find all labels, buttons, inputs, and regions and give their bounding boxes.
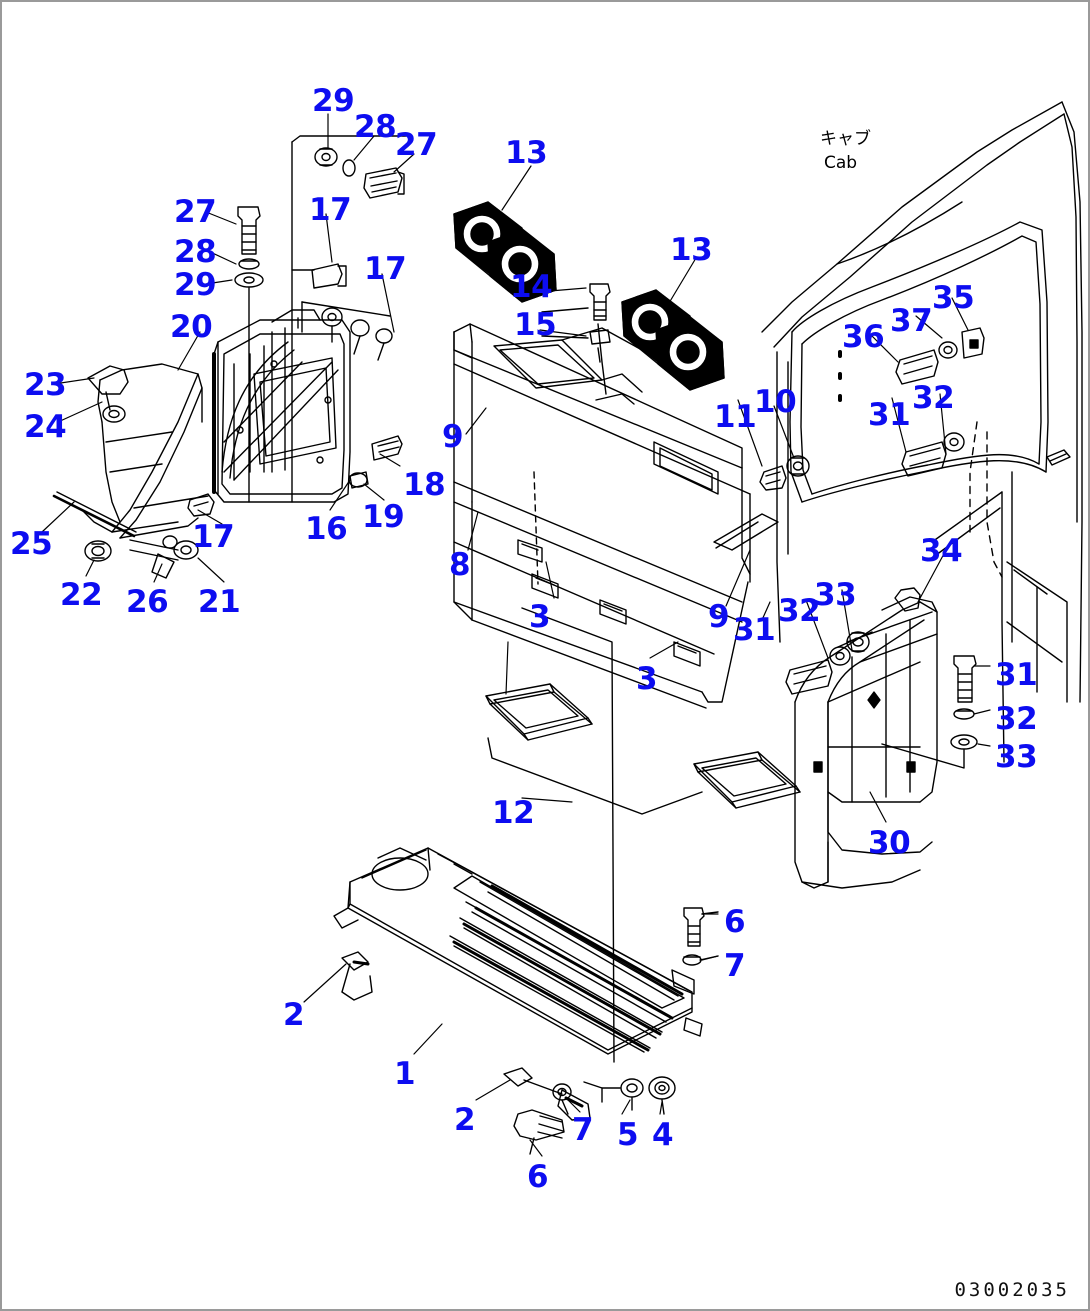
bolt-6-7-right [682,907,719,966]
callout-29: 29 [312,83,355,119]
callout-2: 2 [454,1102,476,1138]
bolt-6-7-5-4-bottom [513,1076,676,1155]
callout-6: 6 [527,1159,549,1195]
callout-9: 9 [442,419,464,455]
callout-31: 31 [868,397,911,433]
callout-20: 20 [170,309,213,345]
callout-6: 6 [724,904,746,940]
callout-36: 36 [842,319,885,355]
callout-4: 4 [652,1117,674,1153]
drawing-number: 03002035 [954,1279,1070,1301]
callout-33: 33 [814,577,857,613]
hardware-17-top [291,263,393,361]
callout-12: 12 [492,795,535,831]
callout-2: 2 [283,997,305,1033]
left-panel-20 [52,363,215,579]
fastener-31-32-33-left [785,631,870,695]
callout-28: 28 [354,109,397,145]
callout-31: 31 [995,657,1038,693]
callout-7: 7 [724,948,746,984]
hardware-column-27-28-29 [234,206,264,503]
callout-14: 14 [510,269,553,305]
cab-label-en: Cab [824,153,858,173]
callout-23: 23 [24,367,67,403]
callout-1: 1 [394,1056,416,1092]
callout-11: 11 [714,399,757,435]
cab-label-jp: キャブ [820,129,871,149]
right-side-cover-30 [794,587,938,889]
fastener-31-32-33-column [881,655,978,769]
callout-22: 22 [60,577,103,613]
callout-27: 27 [395,127,438,163]
callout-28: 28 [174,234,217,270]
callout-37: 37 [890,303,933,339]
callout-7: 7 [572,1112,594,1148]
callout-30: 30 [868,825,911,861]
callout-32: 32 [995,701,1038,737]
hardware-upper-27-28-29 [291,135,407,503]
fastener-31-32-35-36-37 [895,327,985,477]
callout-21: 21 [198,584,241,620]
fastener-10-11 [759,455,810,491]
leader-lines [41,113,991,1157]
callout-9: 9 [708,599,730,635]
callout-8: 8 [449,547,471,583]
callout-13: 13 [505,135,548,171]
callout-26: 26 [126,584,169,620]
callout-32: 32 [912,380,955,416]
callout-17: 17 [192,519,235,555]
main-tray-1 [333,847,703,1121]
hvac-housing-8 [453,323,801,1063]
callout-24: 24 [24,409,67,445]
callout-18: 18 [403,467,446,503]
callout-5: 5 [617,1117,639,1153]
callout-29: 29 [174,267,217,303]
callout-3: 3 [636,661,658,697]
callout-33: 33 [995,739,1038,775]
callout-13: 13 [670,232,713,268]
callout-35: 35 [932,280,975,316]
callout-32: 32 [778,593,821,629]
cab-outline [761,101,1083,763]
callout-3: 3 [529,599,551,635]
callout-15: 15 [514,307,557,343]
left-frame-16 [212,309,351,503]
callout-19: 19 [362,499,405,535]
callout-17: 17 [364,251,407,287]
callout-10: 10 [754,384,797,420]
fasteners-18-19 [348,435,403,489]
callout-25: 25 [10,526,53,562]
callout-31: 31 [733,612,776,648]
callout-16: 16 [305,511,348,547]
fastener-14-15 [541,283,611,395]
callout-27: 27 [174,194,217,230]
callout-17: 17 [309,192,352,228]
air-vent-13-right [621,289,725,391]
callout-34: 34 [920,533,963,569]
